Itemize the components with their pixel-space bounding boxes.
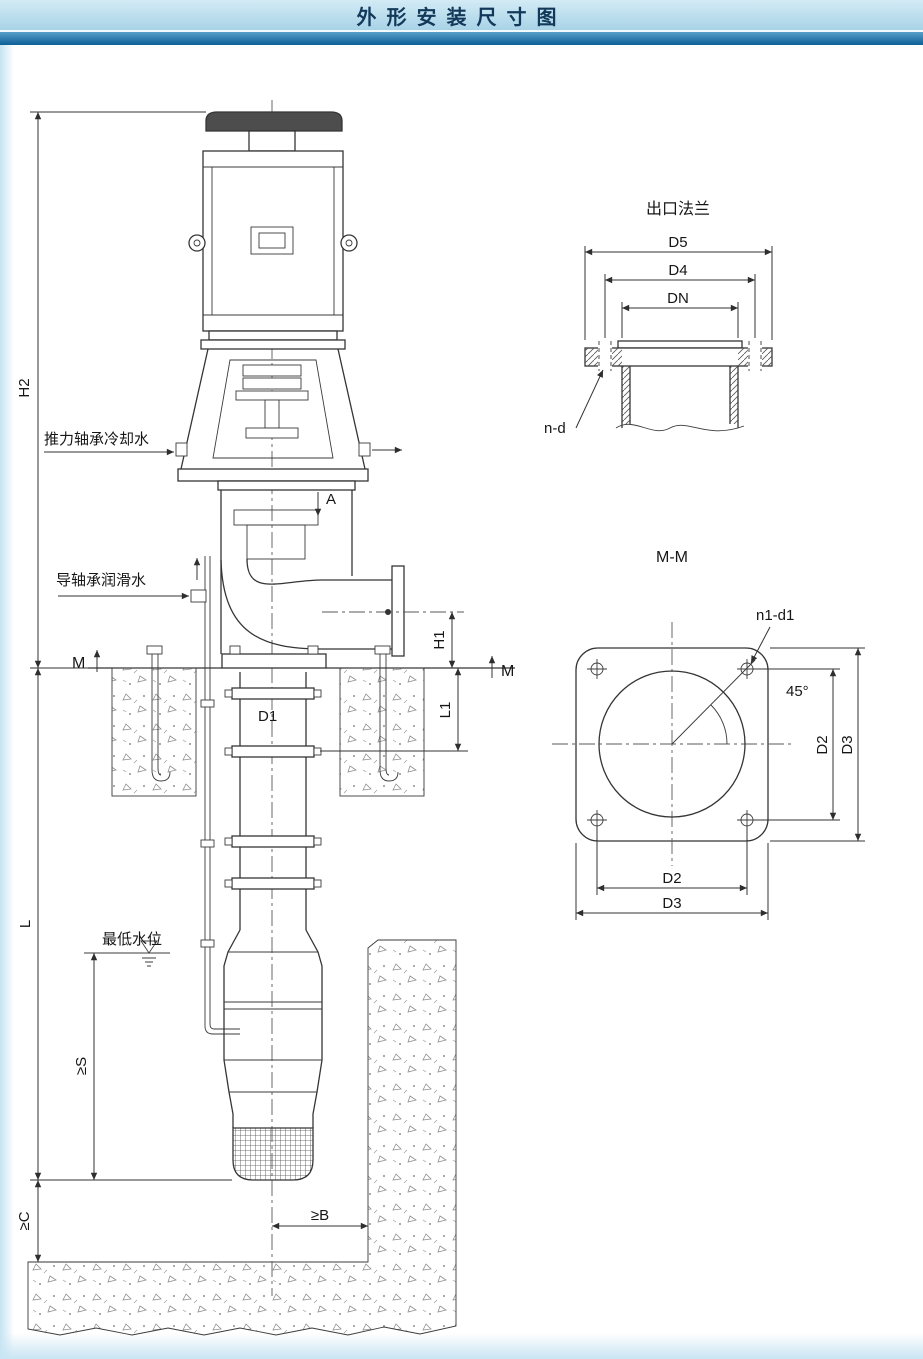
dim-label-nd: n-d [544, 420, 566, 437]
dim-label-h2: H2 [16, 378, 33, 397]
dim-label-s: ≥S [73, 1057, 90, 1075]
dim-label-45: 45° [786, 683, 809, 700]
foundation [88, 645, 515, 797]
lube-water-pipe [190, 556, 240, 1035]
header-stripe [0, 30, 923, 45]
label-thrust-bearing-cooling-water: 推力轴承冷却水 [44, 431, 149, 448]
dim-label-dn: DN [667, 290, 689, 307]
motor-stand [175, 348, 371, 482]
section-mm-title: M-M [656, 549, 688, 566]
dim-label-b: ≥B [311, 1207, 329, 1224]
page-edge-tint-left [0, 44, 14, 1359]
strainer [232, 1127, 314, 1181]
dim-label-d4: D4 [668, 262, 687, 279]
dim-label-n1d1: n1-d1 [756, 607, 794, 624]
dim-label-d5: D5 [668, 234, 687, 251]
outlet-flange-detail: 出口法兰 D5 D4 DN n-d [544, 200, 773, 437]
dim-label-d2-horizontal: D2 [662, 870, 681, 887]
leader-nd [575, 369, 604, 429]
dim-label-a: A [326, 491, 336, 508]
motor [188, 111, 358, 350]
discharge-head [217, 480, 464, 669]
dim-label-l1: L1 [437, 702, 454, 719]
section-label-m-right: M [501, 663, 514, 680]
page-edge-tint-bottom [0, 1333, 923, 1359]
label-min-water-level: 最低水位 [102, 931, 162, 948]
dim-label-c: ≥C [16, 1211, 33, 1230]
dim-label-d3-horizontal: D3 [662, 895, 681, 912]
column-pipe [224, 672, 322, 930]
section-label-m-left: M [72, 655, 85, 672]
pit-and-ground [27, 939, 457, 1336]
header-band: 外形安装尺寸图 [0, 0, 923, 30]
bowl-assembly [223, 929, 323, 1128]
pump-outline-drawing: H2 L ≥C ≥S ≥B H1 L1 D1 A M M 推力轴承冷却水 导轴承… [16, 100, 515, 1336]
dimension-lines [30, 111, 496, 1263]
header: 外形安装尺寸图 [0, 0, 923, 45]
outlet-flange-title: 出口法兰 [646, 200, 710, 218]
leader-n1d1 [750, 626, 771, 664]
water-level-mark [84, 940, 170, 967]
section-mm-detail: M-M 45° n1-d1 D2 D3 D2 D3 [552, 549, 865, 920]
dim-label-l: L [17, 920, 34, 928]
dim-label-d3-vertical: D3 [839, 735, 856, 754]
label-guide-bearing-lube-water: 导轴承润滑水 [56, 572, 146, 589]
page-title: 外形安装尺寸图 [356, 6, 567, 29]
dim-label-d1: D1 [258, 708, 277, 725]
dim-label-d2-vertical: D2 [814, 735, 831, 754]
dim-label-h1: H1 [431, 630, 448, 649]
